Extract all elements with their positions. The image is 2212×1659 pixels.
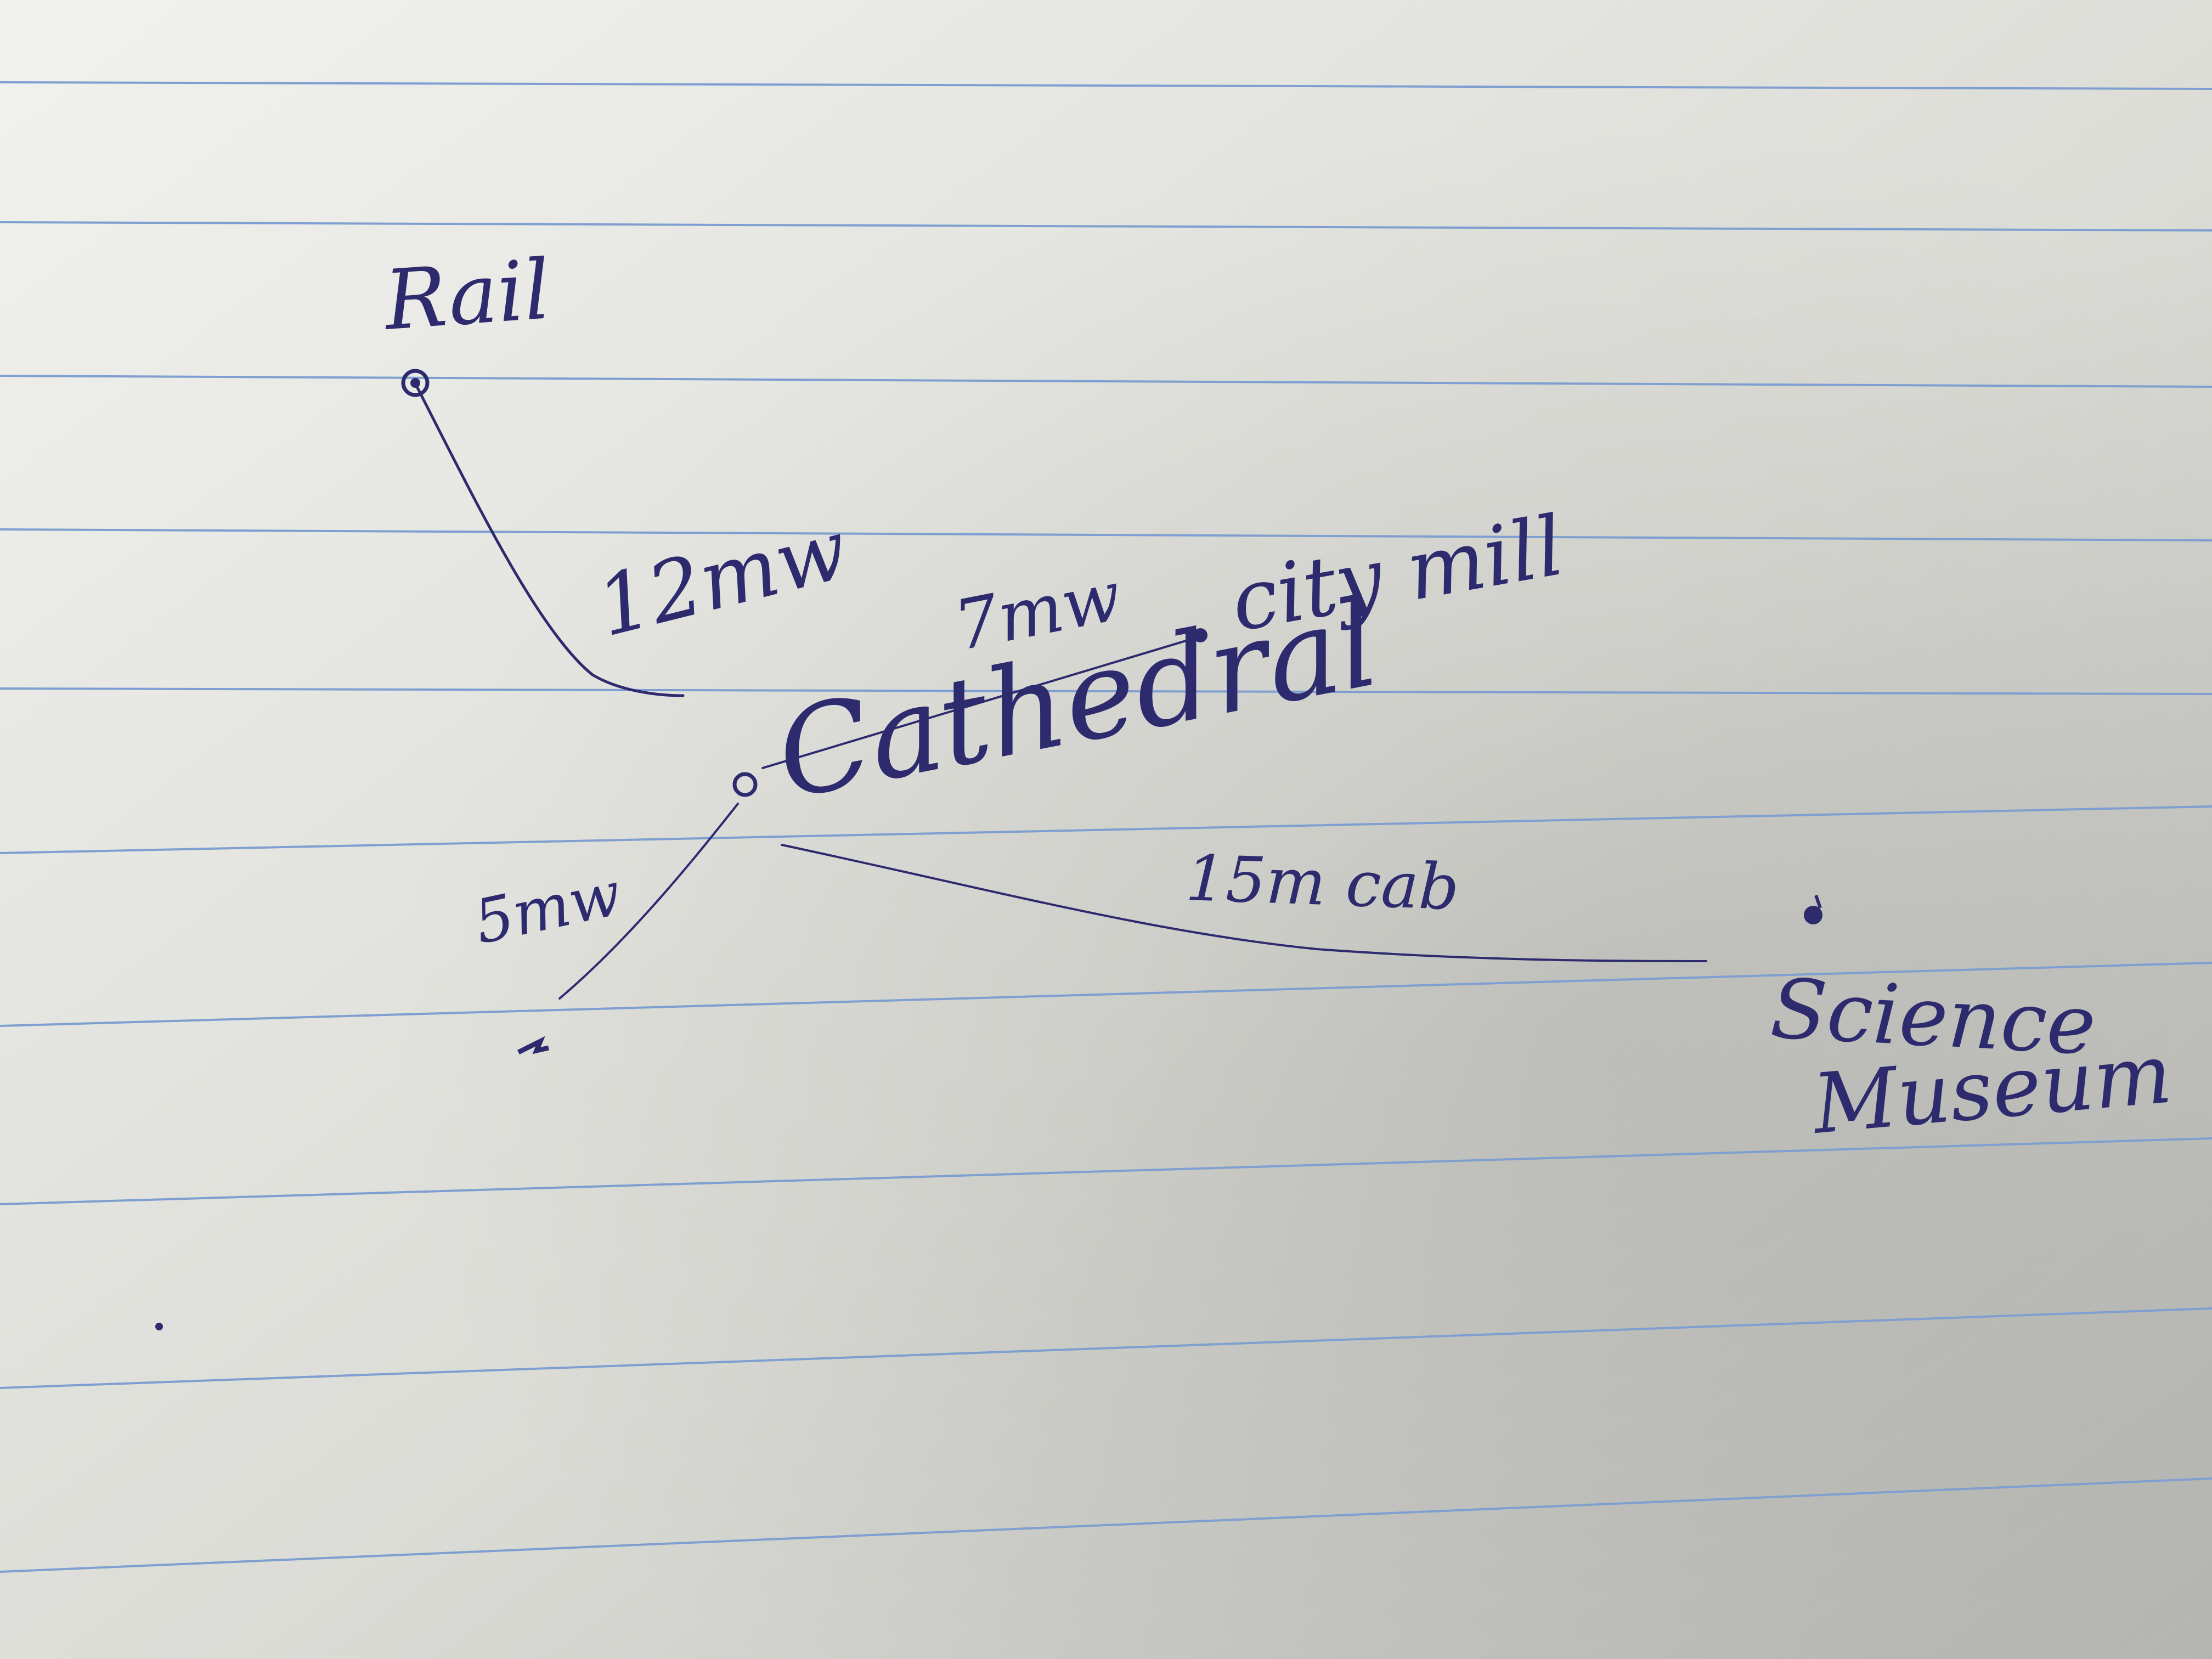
rule-line	[0, 81, 2212, 90]
ruled-lines	[0, 81, 2212, 1573]
rule-line	[0, 221, 2212, 232]
node-science-museum-dot	[1804, 906, 1822, 924]
rule-line	[0, 687, 2212, 695]
edge-cathedral-city-mill	[761, 634, 1205, 769]
node-rail-dot	[401, 369, 430, 397]
label-science-museum-line-1: Science	[1768, 961, 2098, 1074]
rule-line	[0, 1477, 2212, 1573]
rule-line	[0, 962, 2212, 1027]
rule-line	[0, 1307, 2212, 1389]
label-edge-cathedral-science-museum: 15m cab	[1184, 842, 1460, 924]
diagram-edges	[415, 385, 1707, 1000]
rule-line	[0, 375, 2212, 388]
node-science-museum-tick	[1814, 895, 1822, 909]
label-rail: Rail	[380, 242, 553, 349]
diagram-nodes	[155, 369, 1822, 1330]
rule-line	[0, 805, 2212, 854]
edge-rail-cathedral	[415, 385, 685, 697]
node-rail-dot-center	[410, 378, 420, 388]
stray-dot	[155, 1323, 163, 1330]
node-unlabeled-point-mark	[517, 1036, 549, 1055]
edge-cathedral-unlabeled-point	[558, 803, 739, 1000]
edge-cathedral-science-museum	[781, 844, 1707, 962]
rule-line	[0, 528, 2212, 541]
node-cathedral-dot	[732, 772, 758, 797]
node-city-mill-dot	[1193, 628, 1207, 642]
rule-line	[0, 1137, 2212, 1205]
